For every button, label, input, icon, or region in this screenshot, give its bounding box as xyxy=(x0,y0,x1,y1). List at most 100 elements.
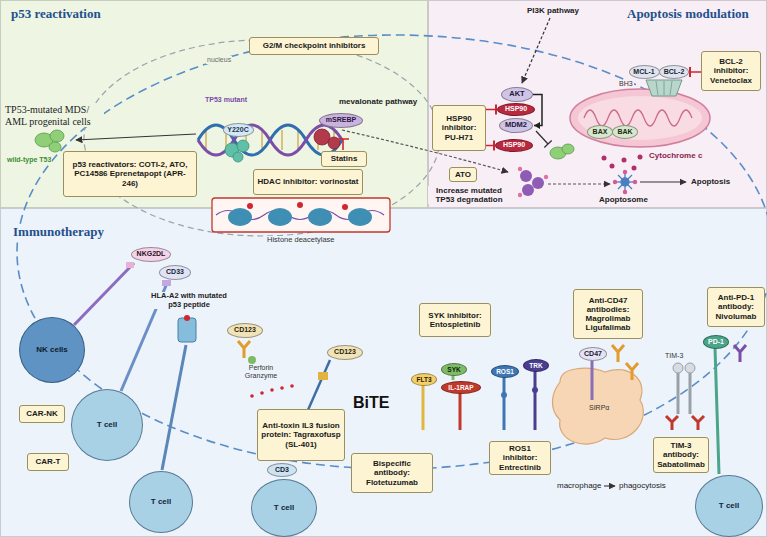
cytochrome-c-dots xyxy=(610,164,615,169)
car-nk-receptor xyxy=(74,262,134,325)
molecule-ellipse: CD47 xyxy=(579,347,607,361)
molecule-ellipse: mSREBP xyxy=(319,113,363,128)
text-label: mevalonate pathway xyxy=(338,97,418,106)
tim3-antibodies xyxy=(666,416,704,430)
flt3-syk-il1rap-receptors xyxy=(422,385,425,430)
apoptosome xyxy=(621,178,629,186)
mitochondrion xyxy=(578,96,702,140)
node-text: HDAC inhibitor: vorinostat xyxy=(258,177,359,186)
node-text: T cell xyxy=(97,420,117,429)
text-label: HLA-A2 with mutated p53 peptide xyxy=(144,292,234,309)
text-label: nucleus xyxy=(206,56,232,64)
connector-line xyxy=(690,71,701,73)
il3-toxin xyxy=(238,341,250,358)
bite-molecule xyxy=(286,360,330,460)
free-p53 xyxy=(550,144,574,159)
drug-box: CAR-NK xyxy=(19,405,65,423)
mitochondrion xyxy=(570,89,710,147)
ros1-trk-receptors xyxy=(501,371,538,430)
ros1-trk-receptors xyxy=(534,371,537,430)
car-nk-receptor xyxy=(126,262,134,268)
molecule-ellipse: SYK xyxy=(441,363,467,376)
cell-circle: T cell xyxy=(251,479,317,537)
bh3-channel xyxy=(646,80,682,96)
node-text: p53 reactivators: COTI-2, ATO, PC14586 E… xyxy=(67,160,193,188)
molecule-ellipse: CD123 xyxy=(227,323,263,338)
dna-helix xyxy=(198,125,342,155)
ubiquitinated-p53 xyxy=(518,167,522,171)
node-text: TIM-3 antibody: Sabatolimab xyxy=(657,441,705,469)
molecule-ellipse: TRK xyxy=(523,359,549,372)
perforin-dots xyxy=(260,391,264,395)
tcr-hla xyxy=(162,345,186,470)
drug-box: Bispecific antibody: Flotetuzumab xyxy=(351,453,433,493)
molecule-ellipse: BAK xyxy=(612,125,638,139)
mdm2-inhibition xyxy=(536,131,552,147)
text-label: macrophage xyxy=(556,481,602,490)
drug-box: SYK inhibitor: Entospletinib xyxy=(419,303,491,337)
anti-cd47-antibodies xyxy=(626,363,638,380)
phagocytosis-arrow xyxy=(604,486,615,487)
drug-box: HSP90 inhibitor: PU-H71 xyxy=(432,105,486,151)
molecule-ellipse: MDM2 xyxy=(499,118,533,133)
cytochrome-c-dots xyxy=(602,155,643,171)
pd1-receptor xyxy=(734,345,746,362)
node-text: T cell xyxy=(719,501,739,510)
perforin-dots xyxy=(250,384,294,398)
molecule-ellipse: MCL-1 xyxy=(629,65,660,79)
node-text: T cell xyxy=(274,503,294,512)
node-text: IL-1RAP xyxy=(448,384,473,391)
flt3-syk-il1rap-receptors xyxy=(459,393,462,430)
text-label: TP53 mutant xyxy=(204,96,248,104)
apoptosis-arrow xyxy=(640,181,686,182)
node-text: CAR-T xyxy=(36,457,61,466)
node-text: mSREBP xyxy=(326,116,356,124)
flt3-syk-il1rap-receptors xyxy=(452,375,455,380)
bite-molecule xyxy=(290,438,300,446)
node-text: G2/M checkpoint inhibitors xyxy=(263,41,366,50)
bite-molecule xyxy=(286,360,330,460)
node-text: CD123 xyxy=(334,348,356,356)
cell-circle: T cell xyxy=(71,389,143,461)
tim3-antibodies xyxy=(666,416,678,430)
perforin-dots xyxy=(250,394,254,398)
mutant-p53-protein xyxy=(233,152,243,162)
text-label: TIM-3 xyxy=(664,352,684,360)
macrophage xyxy=(591,360,594,400)
activation-connector xyxy=(533,95,542,130)
ubiquitinated-p53 xyxy=(544,175,548,179)
tim3-receptor xyxy=(685,363,695,373)
molecule-ellipse: ROS1 xyxy=(491,365,519,378)
text-label: TP53-mutated MDS/ AML progenital cells xyxy=(4,104,104,127)
node-text: Anti-toxin IL3 fusion protein: Tagraxofu… xyxy=(261,421,341,449)
tcr-hla xyxy=(184,315,190,321)
molecule-ellipse: BCL-2 xyxy=(659,65,689,79)
car-nk-receptor xyxy=(74,263,134,325)
text-label: PI3K pathway xyxy=(526,6,580,15)
inhibition-bar xyxy=(495,105,497,115)
node-text: SYK xyxy=(447,366,460,373)
inhibition-connector xyxy=(486,141,494,151)
molecule-ellipse: IL-1RAP xyxy=(441,381,481,394)
statin-inhibition xyxy=(337,139,349,150)
ros1-trk-receptors xyxy=(503,377,506,430)
node-text: BCL-2 inhibitor: Venetoclax xyxy=(705,57,757,85)
histone-panel xyxy=(297,202,303,208)
molecule-ellipse: BAX xyxy=(587,125,613,139)
cytochrome-c-dots xyxy=(622,158,627,163)
mevalonate-arrow xyxy=(342,130,508,172)
dna-helix xyxy=(198,125,342,155)
dna-helix xyxy=(281,130,282,150)
node-text: CAR-NK xyxy=(26,409,58,418)
tim3-antibodies xyxy=(692,416,704,430)
node-text: CD123 xyxy=(234,326,256,334)
release-arrow xyxy=(76,134,196,140)
phagocytosis-arrow xyxy=(604,485,615,486)
dna-helix xyxy=(198,125,342,155)
release-arrow xyxy=(76,134,196,140)
mdm2-inhibition xyxy=(536,131,552,147)
node-text: MCL-1 xyxy=(633,68,654,76)
node-text: ROS1 inhibitor: Entrectinib xyxy=(493,444,547,472)
histone-panel xyxy=(348,208,372,226)
node-text: TRK xyxy=(529,362,542,369)
